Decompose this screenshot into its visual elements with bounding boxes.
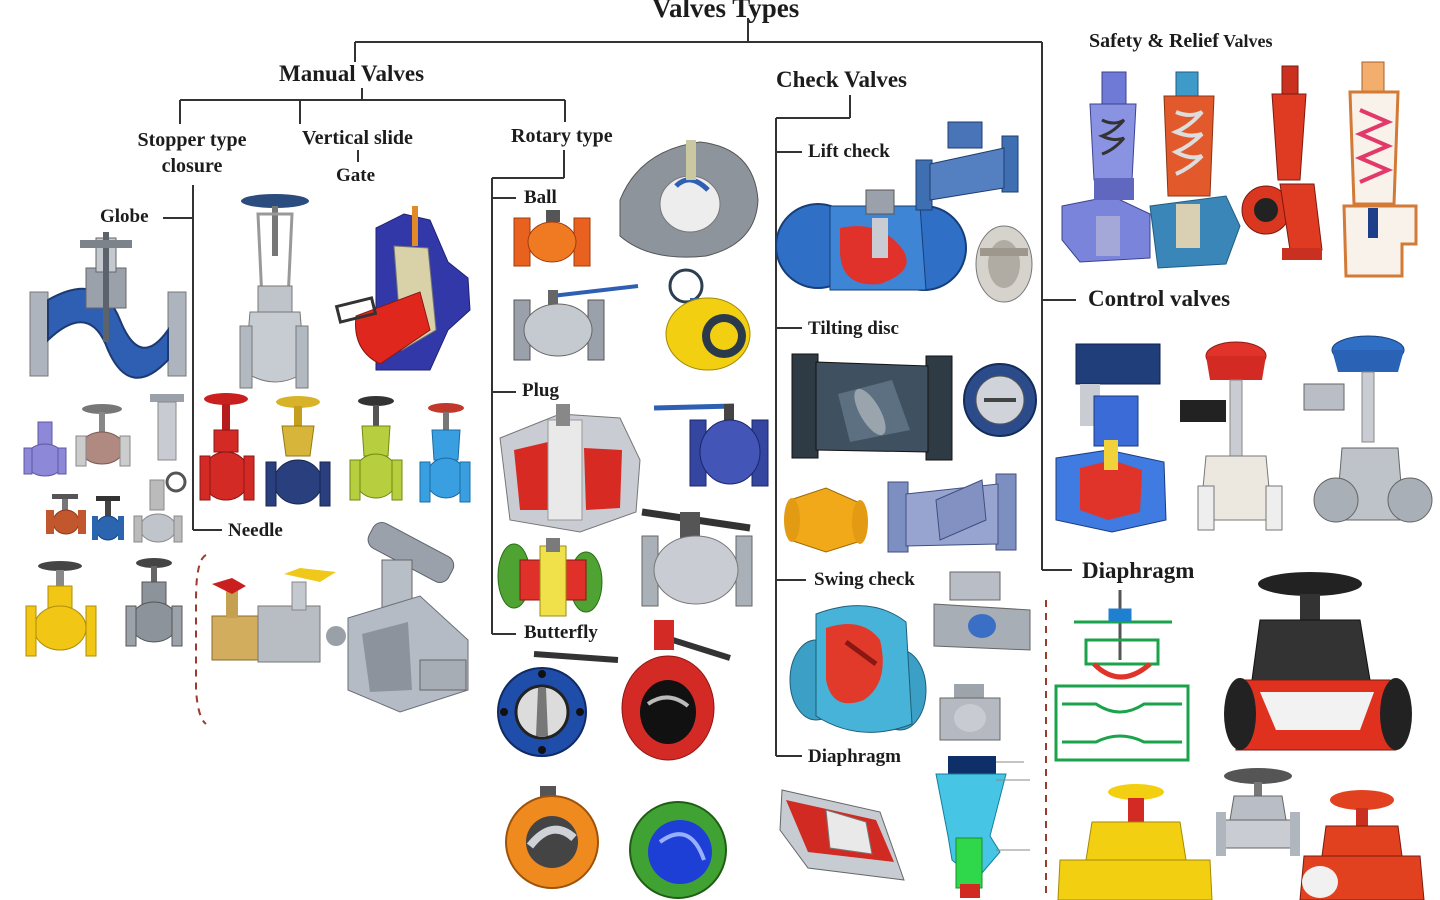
globe-valve-violet-icon (23, 421, 67, 477)
globe-valve-yellow-icon (25, 561, 97, 657)
butterfly-valve-red-icon (621, 620, 731, 761)
gate-valve-red-icon (199, 393, 255, 501)
safety-relief-label: Safety & Relief (1089, 30, 1219, 52)
check-valves-heading: Check Valves (776, 67, 907, 92)
lift-check-label: Lift check (808, 141, 890, 162)
diaphragm-valve-steel-icon (1216, 768, 1300, 856)
needle-valve-tee-icon (211, 568, 346, 663)
dashed-brackets (195, 554, 1047, 895)
diaphragm-valve-red-icon (1224, 572, 1412, 751)
gate-valve-green-icon (349, 396, 403, 501)
relief-valve-spring-icon (1342, 61, 1418, 278)
lift-check-wafer-icon (975, 225, 1033, 303)
diaphragm-valve-diagram-icon (1054, 590, 1190, 762)
diaphragm-valve-yellow-icon (1057, 784, 1213, 900)
relief-valve-lavender-icon (1061, 71, 1151, 263)
diaphragm-valve-orange-icon (1299, 790, 1425, 900)
globe-valve-dark-icon (125, 558, 183, 647)
control-valve-blue-icon (1303, 335, 1433, 523)
plug-valve-steel-icon (641, 508, 753, 607)
butterfly-valve-blue-icon (497, 651, 619, 757)
butterfly-valve-orange-icon (505, 786, 599, 889)
plug-valve-cutaway-icon (499, 404, 641, 533)
gate-valve-blue-icon (419, 403, 471, 503)
control-valve-actuator-icon (1055, 343, 1167, 533)
check-diaphragm-label: Diaphragm (808, 746, 901, 767)
lift-check-cutaway-icon (775, 189, 967, 291)
rotary-type-label: Rotary type (511, 125, 613, 147)
tilting-disc-label: Tilting disc (808, 318, 899, 339)
vertical-slide-label: Vertical slide (302, 127, 413, 149)
safety-relief-heading: Safety & Relief Valves (1089, 31, 1272, 51)
globe-valve-blue-icon (92, 496, 124, 541)
stopper-type-line2: closure (161, 155, 223, 177)
hierarchy-lines (163, 18, 1076, 757)
globe-valve-grey-icon (75, 404, 131, 467)
globe-valve-steel-icon (133, 394, 187, 543)
swing-check-cutaway-icon (789, 605, 927, 733)
stopper-type-label: Stopper type closure (130, 130, 254, 176)
butterfly-label: Butterfly (524, 622, 598, 643)
plug-valve-blue-icon (653, 403, 769, 487)
safety-relief-suffix: Valves (1218, 31, 1273, 51)
check-valve-yellow-icon (784, 487, 868, 553)
stopper-type-line1: Stopper type (137, 129, 247, 151)
manual-valves-heading: Manual Valves (279, 61, 425, 86)
swing-check-label: Swing check (814, 569, 915, 590)
ball-valve-yellow-icon (665, 268, 751, 371)
swing-check-small-icon (939, 684, 1001, 741)
tilting-disc-wafer-icon (963, 363, 1037, 437)
page-title: Valves Types (652, 0, 800, 23)
ball-label: Ball (524, 187, 557, 208)
butterfly-valve-green-icon (629, 801, 727, 899)
control-valve-red-icon (1180, 341, 1283, 531)
plug-label: Plug (522, 380, 559, 401)
needle-label: Needle (228, 520, 283, 541)
tilting-disc-cutaway-icon (791, 353, 953, 461)
globe-label: Globe (100, 206, 149, 227)
control-valves-heading: Control valves (1088, 286, 1231, 311)
check-valve-grey-icon (887, 473, 1017, 553)
plug-valve-green-icon (497, 538, 603, 617)
swing-check-steel-icon (933, 571, 1031, 651)
relief-valve-cutaway-icon (1149, 71, 1241, 269)
relief-valve-red-icon (1241, 65, 1323, 260)
diaphragm-valves-heading: Diaphragm (1082, 558, 1195, 583)
needle-valve-cutaway-icon (347, 522, 469, 713)
ball-valve-lever-icon (513, 284, 639, 361)
gate-valve-steel-icon (239, 194, 309, 389)
ball-valve-orange-icon (513, 210, 591, 267)
gate-label: Gate (336, 165, 376, 186)
diaphragm-check-diagram-icon (935, 756, 1030, 898)
lift-check-blue-icon (915, 121, 1019, 211)
globe-valve-cutaway-icon (29, 232, 187, 379)
gate-valve-navy-icon (265, 396, 331, 507)
ball-valve-cutaway-icon (619, 140, 759, 258)
diaphragm-check-cutaway-icon (779, 789, 905, 881)
gate-valve-cutaway-icon (334, 206, 471, 371)
globe-valve-copper-icon (46, 494, 86, 535)
